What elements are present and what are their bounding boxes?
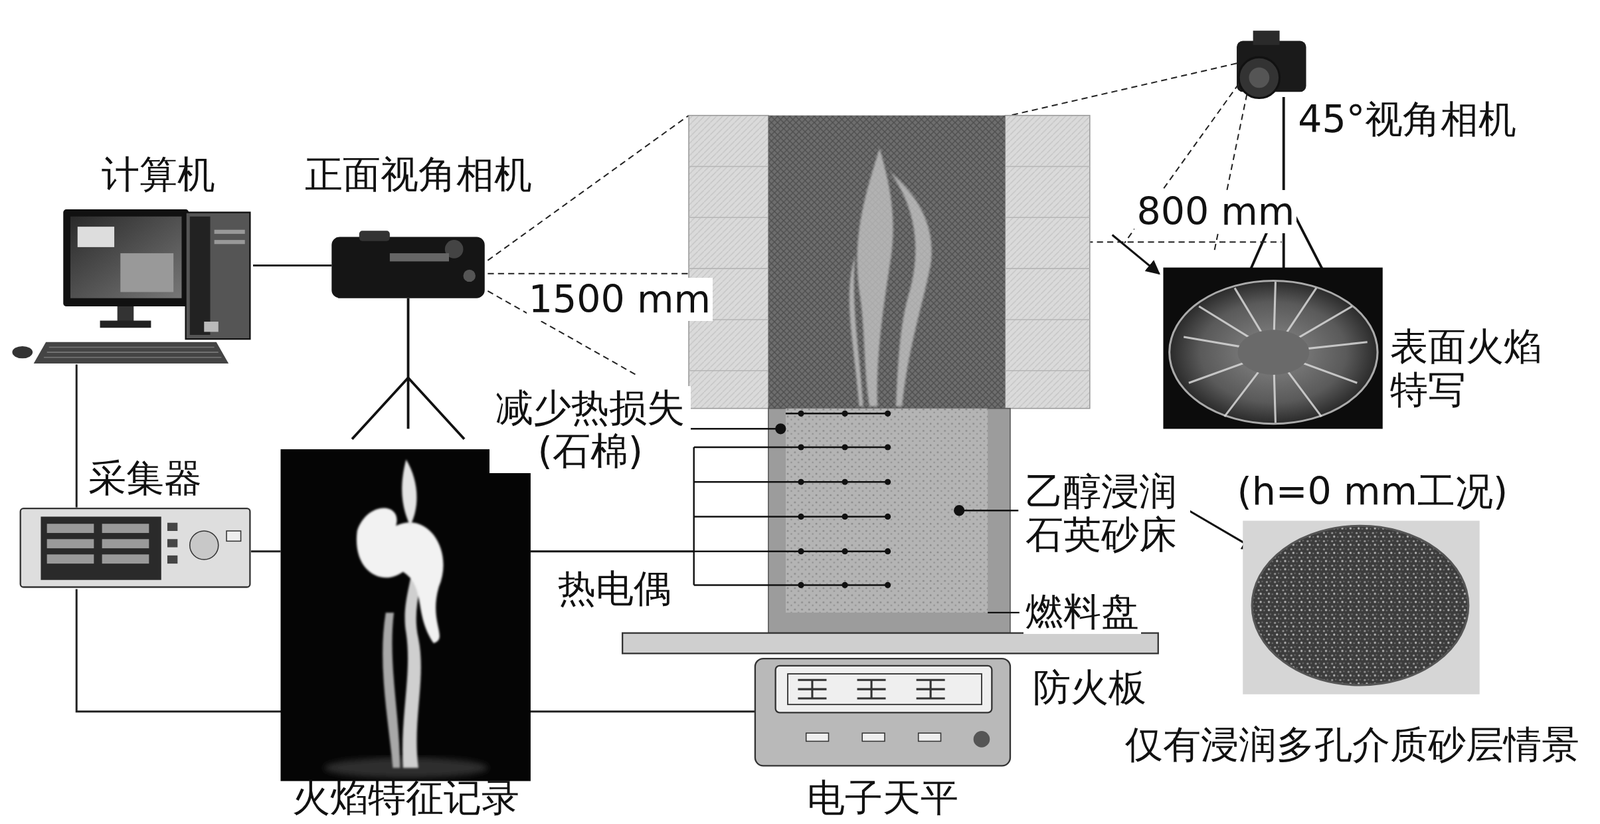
node-label: 计算机: [101, 152, 216, 197]
thermocouple-wire: [530, 549, 695, 552]
camera-box: 正面视角相机: [331, 232, 485, 298]
wire-connector: [253, 264, 332, 267]
camera-box: 45°视角相机: [1234, 28, 1309, 96]
surface-flame-photo: [1162, 267, 1383, 430]
annotation-label: 防火板: [1030, 665, 1149, 710]
computer-icon: [11, 209, 250, 364]
wire-connector: [75, 363, 78, 507]
node-label: 45°视角相机: [1297, 97, 1517, 142]
photo-box: 表面火焰特写(h=0 mm工况): [1162, 267, 1383, 430]
wire-connector: [251, 549, 281, 552]
front-camera-icon: [331, 230, 485, 439]
thermocouple-array: [694, 410, 892, 588]
annotation-label: 燃料盘: [1023, 589, 1142, 634]
balance-box: 电子天平: [755, 658, 1011, 766]
photo-box: 火焰特征记录: [280, 448, 531, 781]
annotation-label: 减少热损失 (石棉): [489, 385, 691, 473]
fire-board: [622, 632, 1159, 654]
annotation-label: 1500 mm: [526, 277, 713, 322]
annotation-label: 热电偶: [555, 566, 674, 611]
computer-box: 计算机: [15, 209, 254, 365]
node-label: (h=0 mm工况): [1236, 469, 1508, 514]
sand-bed-photo: [1242, 520, 1480, 695]
annotation-label: 乙醇浸润 石英砂床: [1023, 469, 1191, 557]
node-label: 火焰特征记录: [292, 775, 520, 820]
data-logger-icon: [20, 508, 251, 587]
balance-icon: [755, 658, 1011, 766]
node-label: 采集器: [88, 456, 202, 501]
node-label: 表面火焰特写: [1390, 324, 1549, 412]
node-label: 电子天平: [806, 775, 959, 820]
node-label: 仅有浸润多孔介质砂层情景: [1125, 722, 1580, 767]
leader-lines: [690, 423, 1020, 612]
flame-photo: [280, 448, 531, 781]
annotation-label: 800 mm: [1134, 189, 1297, 234]
node-label: 正面视角相机: [304, 152, 533, 197]
photo-box: 仅有浸润多孔介质砂层情景: [1242, 520, 1480, 695]
logger-box: 采集器: [20, 507, 252, 590]
leader-arrow: [1112, 234, 1160, 273]
